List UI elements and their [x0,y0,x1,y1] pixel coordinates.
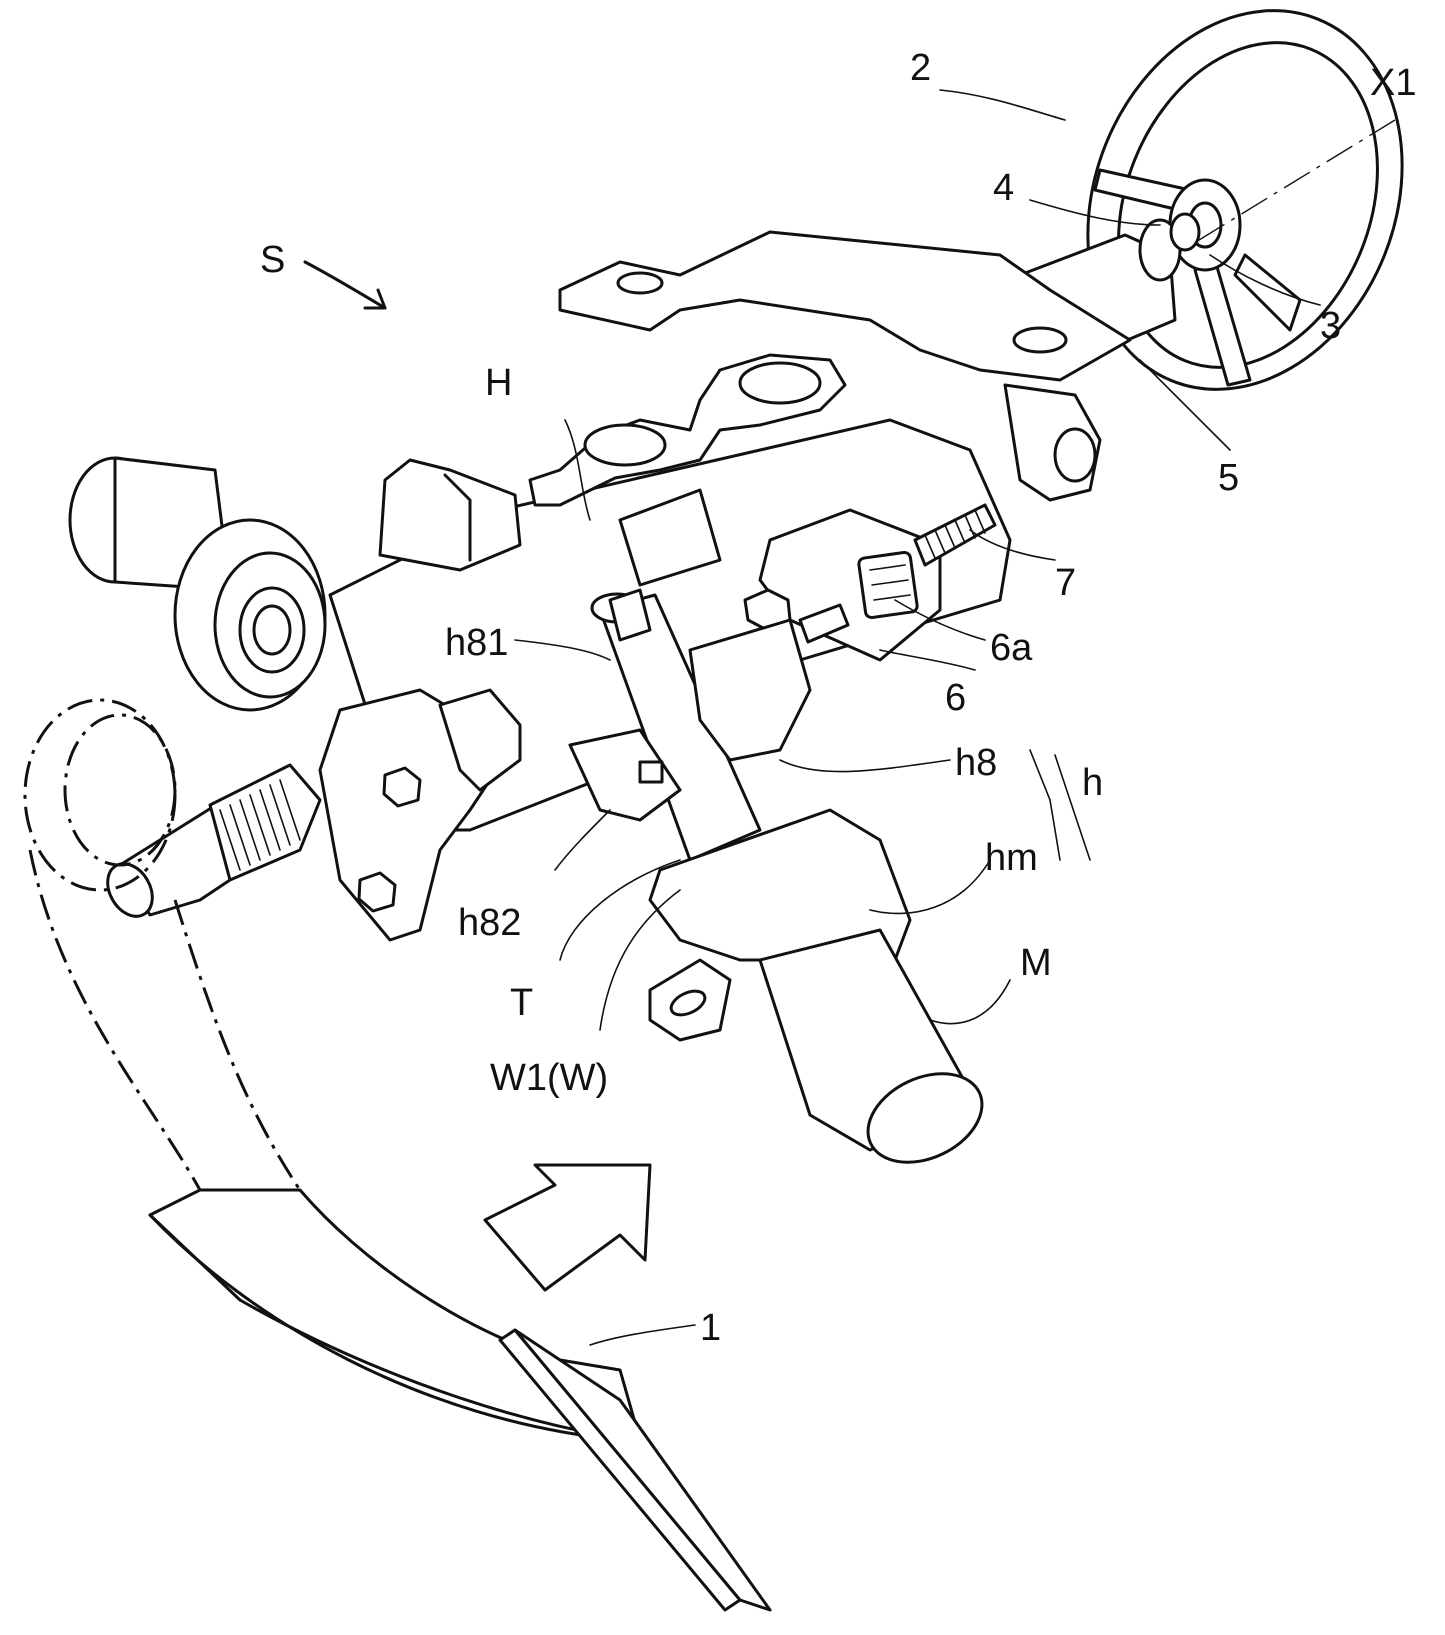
impact-arrow [485,1165,650,1290]
label-x1: X1 [1370,62,1416,104]
label-m: M [1020,942,1052,984]
universal-joint [70,458,325,710]
label-1: 1 [700,1307,721,1349]
system-arrow [305,262,385,308]
label-6: 6 [945,677,966,719]
motor [650,810,996,1180]
label-s: S [260,239,285,281]
splined-shaft [99,765,320,924]
label-t: T [510,982,533,1024]
label-6a: 6a [990,627,1033,669]
label-2: 2 [910,47,931,89]
label-h: h [1082,762,1103,804]
label-h8: h8 [955,742,997,784]
label-h82: h82 [458,902,521,944]
label-5: 5 [1218,457,1239,499]
label-w1: W1(W) [490,1057,608,1099]
label-4: 4 [993,167,1014,209]
label-hm: hm [985,837,1038,879]
label-3: 3 [1320,305,1341,347]
label-h81: h81 [445,622,508,664]
label-h-housing: H [485,362,512,404]
label-7: 7 [1055,562,1076,604]
